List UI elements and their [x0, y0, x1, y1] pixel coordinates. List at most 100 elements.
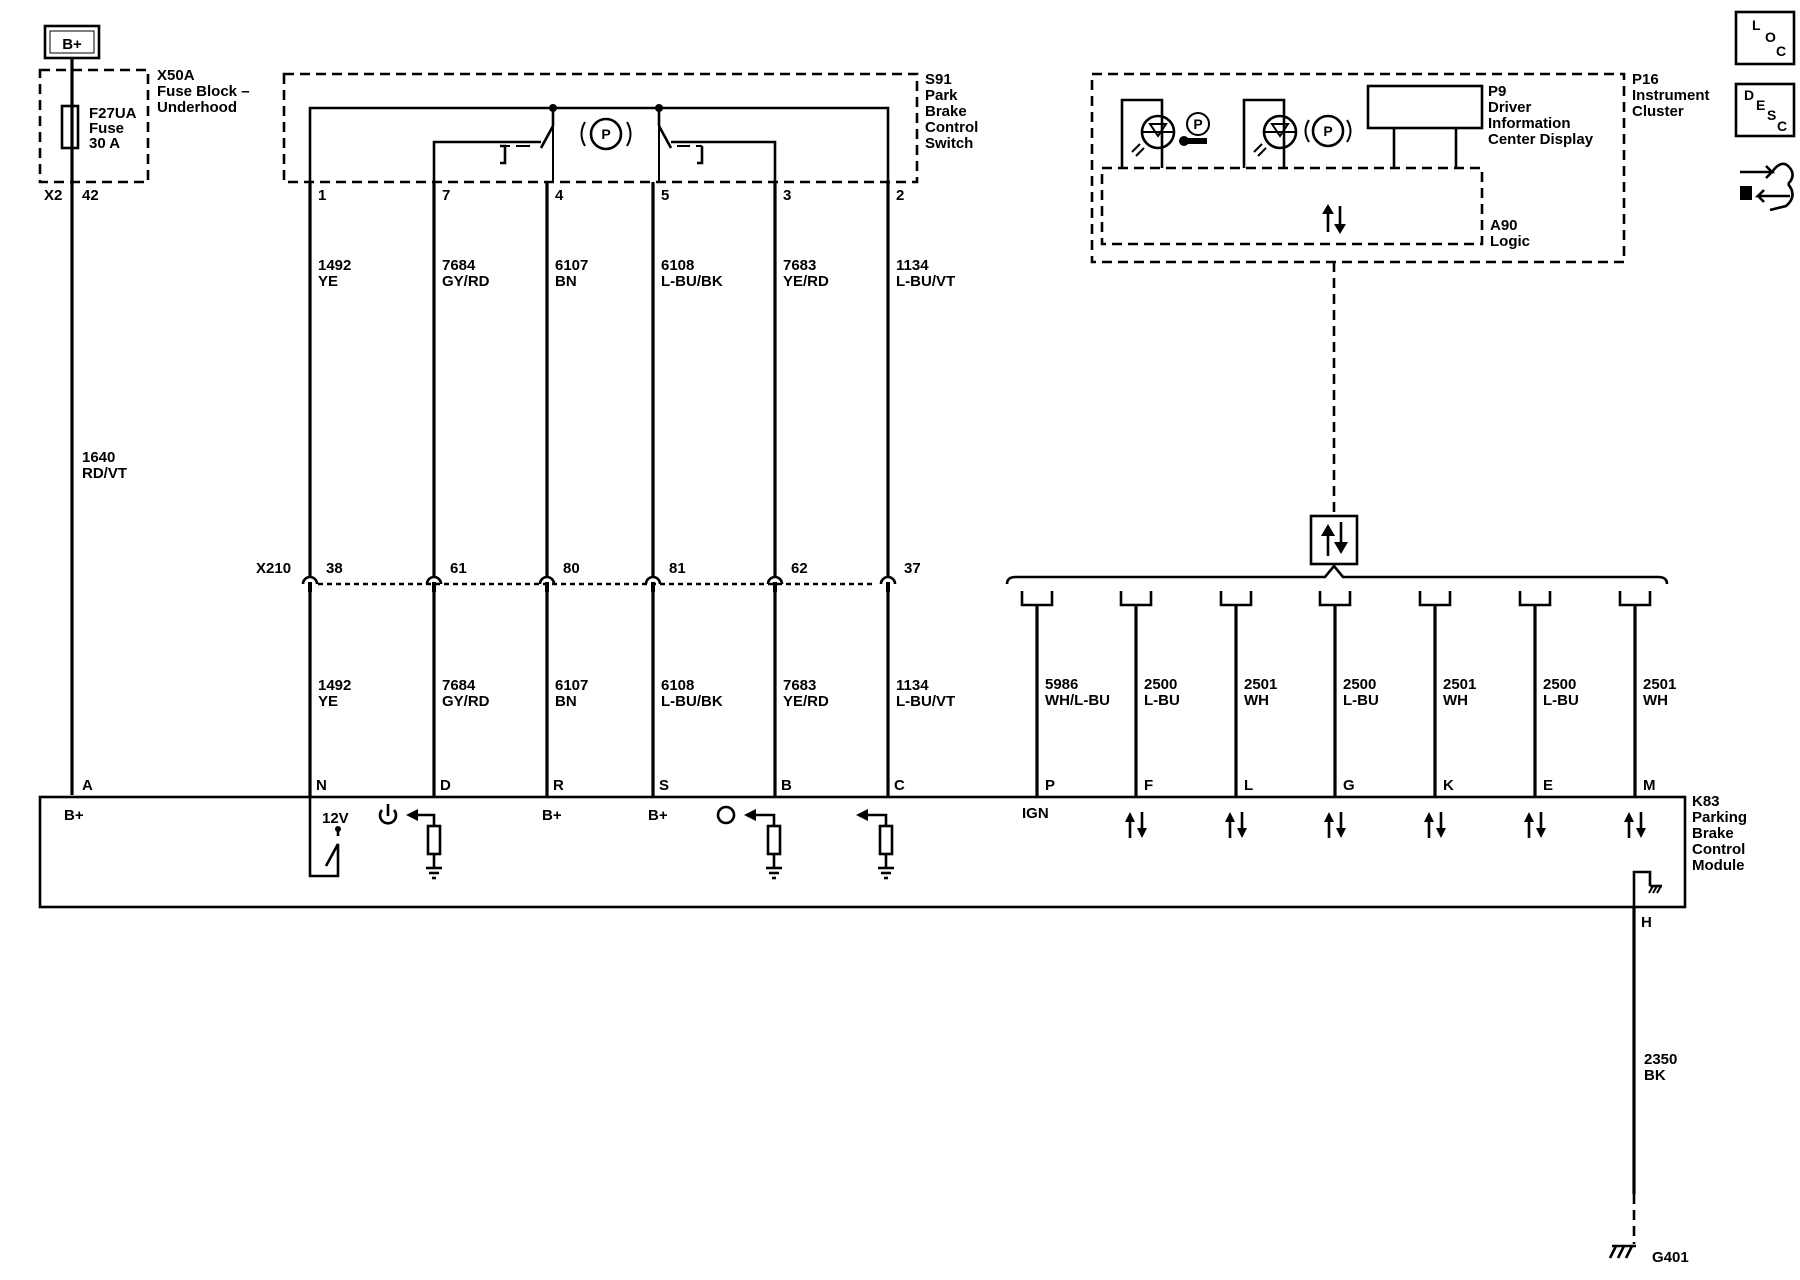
svg-text:P: P — [1323, 123, 1332, 139]
park-brake-symbol-icon: P — [580, 117, 632, 151]
module-id: K83 — [1692, 793, 1720, 810]
battery-feed: B+ — [43, 24, 101, 60]
wire-circuit-number: 7684 — [442, 677, 476, 694]
fuse-block: X50A Fuse Block – Underhood F27UA Fuse 3… — [38, 67, 250, 204]
bidirectional-data-icon — [1524, 812, 1546, 838]
display-label1: Driver — [1488, 99, 1532, 116]
wire-circuit-number: 6108 — [661, 677, 694, 694]
location-button[interactable]: L O C — [1734, 10, 1796, 66]
wire-circuit-number: 1492 — [318, 257, 351, 274]
connector-end-view-icon[interactable] — [1740, 162, 1794, 212]
x210-pin-label: 80 — [563, 560, 580, 577]
switch-id: S91 — [925, 71, 952, 88]
wire-circuit-number: 2500 — [1343, 676, 1376, 693]
park-brake-indicator-icon: P — [1242, 98, 1352, 168]
x210-pin-label: 61 — [450, 560, 467, 577]
module-label3: Control — [1692, 841, 1745, 858]
wire-color-code: YE — [318, 273, 338, 290]
module-bplus-a: B+ — [64, 807, 84, 824]
svg-text:P: P — [601, 126, 610, 142]
fuse-connector: X2 — [44, 187, 62, 204]
wire-color-code: WH — [1244, 692, 1269, 709]
module-pin-label: P — [1045, 777, 1055, 794]
cluster-id: P16 — [1632, 71, 1659, 88]
wire-circuit-number: 6107 — [555, 677, 588, 694]
chassis-ground-icon — [1608, 1244, 1636, 1259]
instrument-cluster: P16 Instrument Cluster P P — [1090, 71, 1710, 264]
wire-circuit-number: 5986 — [1045, 676, 1078, 693]
module-pin-label: M — [1643, 777, 1656, 794]
module-ground-icon — [1632, 870, 1662, 907]
svg-text:S: S — [1767, 107, 1776, 123]
svg-text:E: E — [1756, 97, 1765, 113]
wire-color-code: WH/L-BU — [1045, 692, 1110, 709]
switch-pin-label: 7 — [442, 187, 450, 204]
wire-circuit-number: 1134 — [896, 677, 929, 694]
wire-color-code: YE/RD — [783, 693, 829, 710]
wire-color-code: L-BU/VT — [896, 273, 955, 290]
module-pin-a: A — [82, 777, 93, 794]
switch-label2: Brake — [925, 103, 967, 120]
x210-connector: X210 — [256, 560, 872, 586]
wire-circuit-number: 2501 — [1443, 676, 1476, 693]
wire-circuit-number: 1134 — [896, 257, 929, 274]
wire-circuit-number: 2501 — [1643, 676, 1676, 693]
module-pin-label: S — [659, 777, 669, 794]
module-label1: Parking — [1692, 809, 1747, 826]
wire-circuit-number: 2500 — [1543, 676, 1576, 693]
park-brake-switch: S91 Park Brake Control Switch P — [282, 71, 978, 184]
pulldown-resistor-icon — [426, 824, 442, 880]
fuse-rating: 30 A — [89, 135, 120, 152]
wire-color-code: GY/RD — [442, 273, 490, 290]
wire-color-code: BN — [555, 693, 577, 710]
fuse-symbol — [60, 104, 80, 150]
ground-wire-color: BK — [1644, 1067, 1666, 1084]
fuse-id: F27UA — [89, 105, 137, 122]
module-label4: Module — [1692, 857, 1745, 874]
wire-color-code: L-BU — [1543, 692, 1579, 709]
bidirectional-data-icon — [1322, 204, 1346, 234]
switch-pin-label: 1 — [318, 187, 326, 204]
feed-wire-num: 1640 — [82, 449, 115, 466]
wire-color-code: L-BU/BK — [661, 273, 723, 290]
wire-circuit-number: 6108 — [661, 257, 694, 274]
wire-circuit-number: 2501 — [1244, 676, 1277, 693]
x210-pin-label: 38 — [326, 560, 343, 577]
display-label2: Information — [1488, 115, 1571, 132]
switch-label1: Park — [925, 87, 958, 104]
x210-pin-label: 37 — [904, 560, 921, 577]
module-pin-label: N — [316, 777, 327, 794]
wire-color-code: WH — [1643, 692, 1668, 709]
pulldown-resistor-icon — [878, 824, 894, 880]
cluster-label1: Instrument — [1632, 87, 1710, 104]
serial-data-junction-icon — [1309, 514, 1359, 566]
description-button[interactable]: D E S C — [1734, 82, 1796, 138]
feed-wire-color: RD/VT — [82, 465, 127, 482]
switch-pin-label: 4 — [555, 187, 564, 204]
bidirectional-data-icon — [1125, 812, 1147, 838]
input-arrow-icon — [406, 809, 436, 826]
wire-color-code: BN — [555, 273, 577, 290]
park-brake-warning-indicator-icon: P — [1120, 98, 1210, 168]
wire-circuit-number: 7683 — [783, 677, 816, 694]
logic-id: A90 — [1490, 217, 1518, 234]
fuse-label: Fuse — [89, 120, 124, 137]
svg-text:O: O — [1765, 29, 1776, 45]
module-bplus-s: B+ — [648, 807, 668, 824]
svg-text:L: L — [1752, 17, 1761, 33]
module-pin-h: H — [1641, 914, 1652, 931]
bidirectional-data-icon — [1225, 812, 1247, 838]
module-pin-label: B — [781, 777, 792, 794]
switch-label3: Control — [925, 119, 978, 136]
wire-circuit-number: 2500 — [1144, 676, 1177, 693]
wire-color-code: L-BU — [1144, 692, 1180, 709]
module-pin-label: E — [1543, 777, 1553, 794]
